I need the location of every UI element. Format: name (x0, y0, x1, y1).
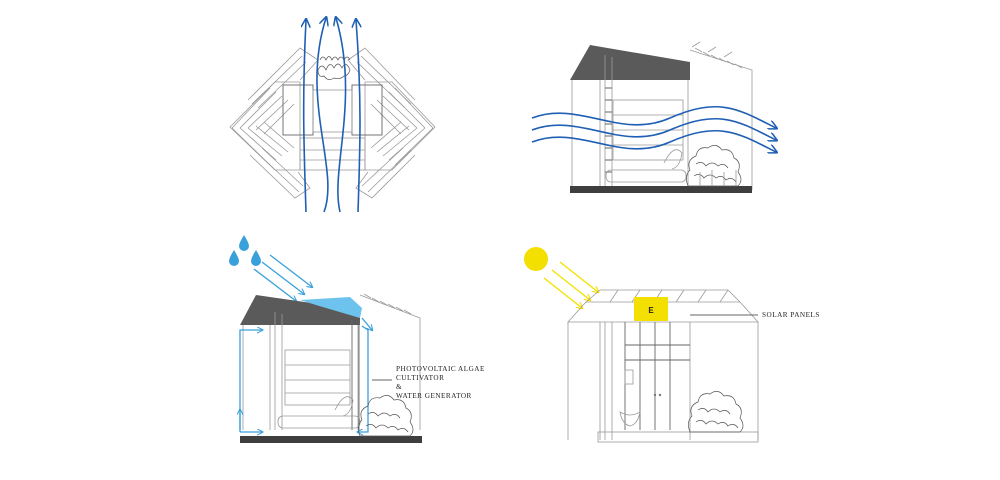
panel-water-collection: PHOTOVOLTAIC ALGAE CULTIVATOR & WATER GE… (229, 235, 485, 443)
plan-right-wing (347, 47, 436, 199)
floor-slab (570, 186, 752, 193)
floor-slab (240, 436, 422, 443)
roof (570, 45, 690, 80)
panel-cross-ventilation (531, 41, 776, 193)
raindrop-icon (229, 235, 261, 266)
energy-label: E (648, 306, 654, 315)
label-algae-line2: CULTIVATOR (396, 374, 444, 382)
energy-badge (634, 297, 668, 321)
airflow-horizontal (531, 105, 776, 152)
sun-icon (524, 247, 548, 271)
label-algae-line1: PHOTOVOLTAIC ALGAE (396, 365, 485, 373)
panel-solar: E SOLAR PANELS (524, 247, 820, 443)
label-algae-line4: WATER GENERATOR (396, 392, 472, 400)
panel-ventilation-plan (229, 18, 436, 213)
roof (240, 295, 360, 325)
label-algae-line3: & (396, 383, 402, 391)
label-solar-panels: SOLAR PANELS (762, 311, 820, 319)
airflow-vertical (304, 18, 360, 213)
plan-left-wing (229, 47, 319, 199)
